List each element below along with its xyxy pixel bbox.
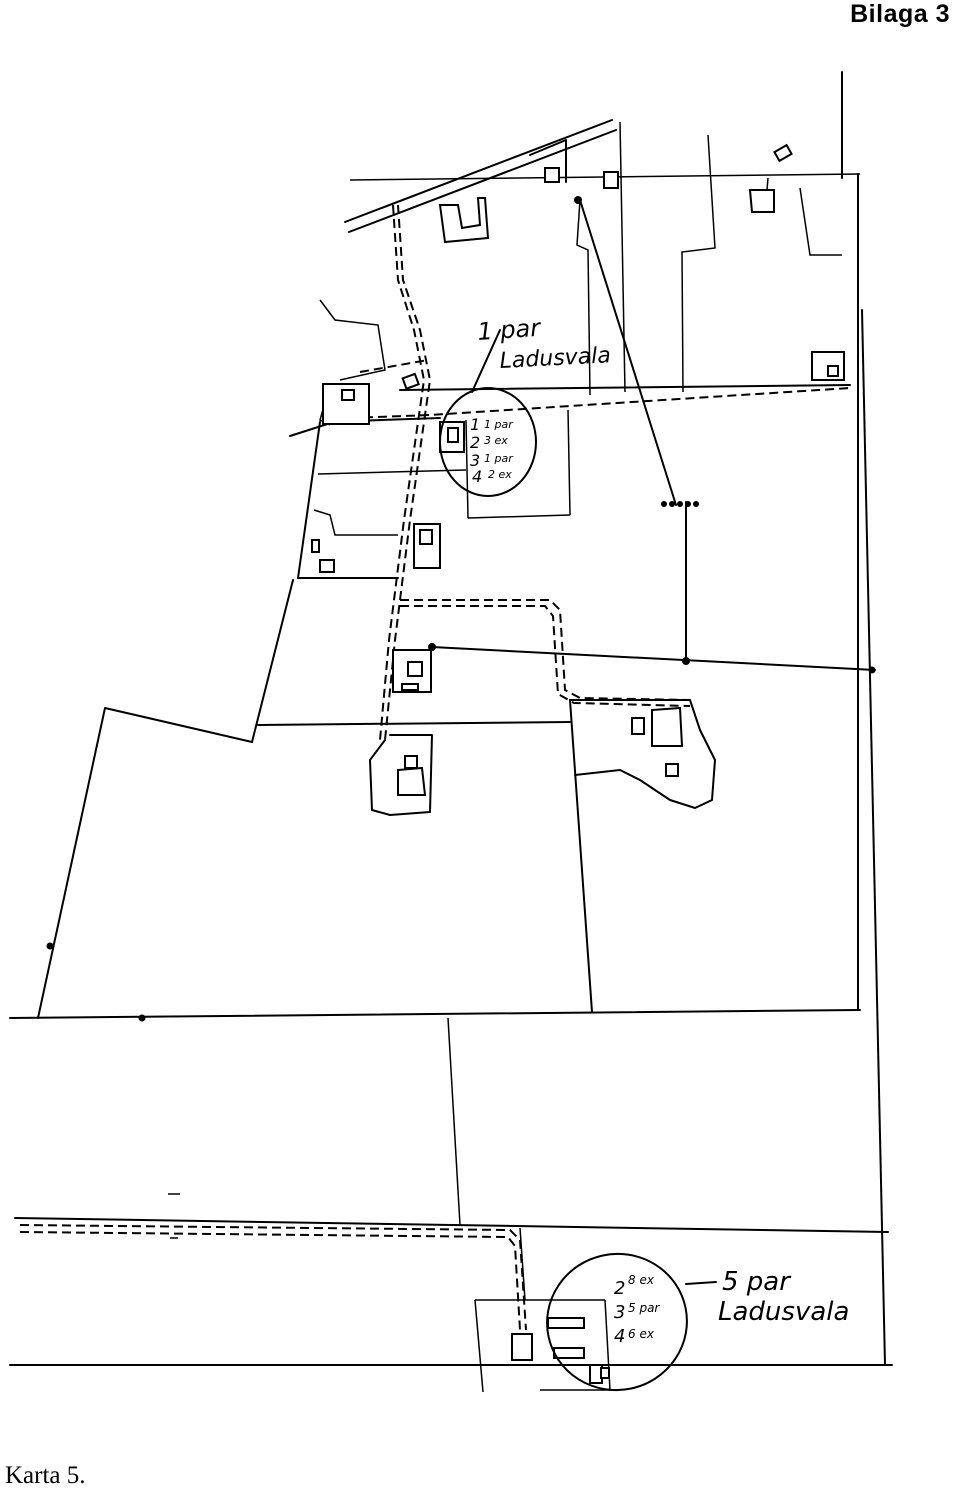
road-top	[344, 119, 617, 233]
upper-row-3-num: 3	[470, 451, 480, 470]
lower-row-2-num: 3	[614, 1302, 625, 1323]
lower-species-label: Ladusvala	[718, 1297, 849, 1327]
upper-row-2-val: 3 ex	[484, 434, 508, 447]
upper-species-label: Ladusvala	[499, 343, 611, 374]
upper-row-4-num: 4	[472, 467, 482, 486]
lower-row-2-val: 5 par	[628, 1301, 660, 1315]
upper-row-1-num: 1	[470, 415, 480, 434]
lower-rows: 2 8 ex 3 5 par 4 6 ex	[614, 1273, 660, 1347]
upper-row-2-num: 2	[470, 433, 480, 452]
appendix-label: Bilaga 3	[850, 0, 950, 28]
upper-rows: 1 1 par 2 3 ex 3 1 par 4 2 ex	[470, 415, 514, 486]
annotation-upper: 1 par Ladusvala 1 1 par 2 3 ex 3 1 par 4…	[439, 314, 611, 497]
upper-row-3-val: 1 par	[484, 452, 514, 465]
property-boundaries	[9, 71, 893, 1393]
lower-row-3-val: 6 ex	[628, 1327, 655, 1341]
lower-row-1-num: 2	[614, 1278, 625, 1299]
lower-row-3-num: 4	[614, 1326, 625, 1347]
map-caption: Karta 5.	[5, 1462, 86, 1489]
annotation-lower: 5 par Ladusvala 2 8 ex 3 5 par 4 6 ex	[546, 1252, 849, 1392]
dashed-path	[19, 204, 851, 1331]
upper-count-label: 1 par	[476, 314, 543, 346]
upper-row-4-val: 2 ex	[488, 468, 512, 481]
buildings	[311, 139, 845, 1384]
property-outline-bottom-middle	[369, 699, 716, 816]
lower-count-label: 5 par	[722, 1267, 792, 1297]
survey-points	[46, 196, 876, 1239]
upper-row-1-val: 1 par	[484, 418, 514, 431]
lower-row-1-val: 8 ex	[628, 1273, 655, 1287]
